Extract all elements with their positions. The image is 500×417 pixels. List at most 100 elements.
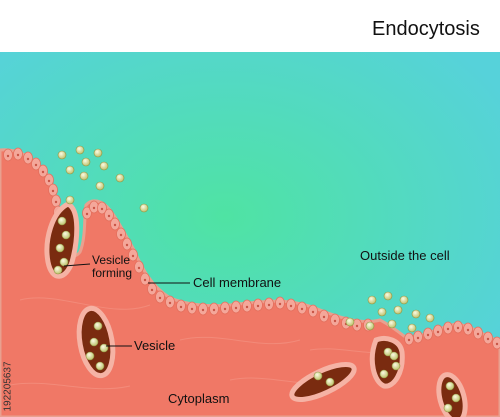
- membrane-cell-nucleus: [407, 338, 411, 342]
- particle: [451, 393, 461, 403]
- membrane-cell-nucleus: [223, 307, 227, 311]
- particle: [79, 171, 89, 181]
- membrane-cell-nucleus: [107, 214, 111, 218]
- membrane-cell-nucleus: [436, 330, 440, 334]
- particle: [95, 361, 105, 371]
- particle: [313, 371, 323, 381]
- membrane-cell-nucleus: [212, 308, 216, 312]
- membrane-cell-layer: [3, 147, 500, 350]
- membrane-cell-nucleus: [355, 324, 359, 328]
- membrane-cell-nucleus: [300, 307, 304, 311]
- particle: [95, 181, 105, 191]
- membrane-cell-nucleus: [92, 206, 96, 210]
- membrane-cell-nucleus: [119, 233, 123, 237]
- particle: [93, 321, 103, 331]
- particle: [391, 361, 401, 371]
- particle: [389, 351, 399, 361]
- membrane-cell-nucleus: [131, 254, 135, 258]
- membrane-cell-nucleus: [150, 288, 154, 292]
- membrane-cell-nucleus: [234, 306, 238, 310]
- particle: [445, 381, 455, 391]
- membrane-cell-nucleus: [100, 207, 104, 211]
- particle: [59, 257, 69, 267]
- particle: [443, 403, 453, 413]
- particle: [365, 321, 375, 331]
- particle: [383, 291, 393, 301]
- membrane-cell-nucleus: [54, 200, 58, 204]
- particle: [53, 265, 63, 275]
- membrane-cell-nucleus: [446, 327, 450, 331]
- membrane-cell-nucleus: [41, 170, 45, 174]
- membrane-cell-nucleus: [34, 163, 38, 167]
- membrane-cell-nucleus: [426, 333, 430, 337]
- membrane-cell-nucleus: [201, 308, 205, 312]
- particle: [81, 157, 91, 167]
- membrane-cell: [492, 336, 500, 350]
- membrane-cell-nucleus: [137, 266, 141, 270]
- membrane-cell-nucleus: [190, 307, 194, 311]
- vesicle-label: Vesicle: [134, 338, 176, 353]
- membrane-cell-nucleus: [416, 336, 420, 340]
- vesicle-forming-label: Vesicle forming: [92, 253, 133, 281]
- diagram-title: Endocytosis: [372, 18, 480, 40]
- membrane-cell-nucleus: [322, 315, 326, 319]
- vesicle-forming-label-line1: Vesicle: [92, 253, 131, 267]
- membrane-cell-nucleus: [333, 319, 337, 323]
- stock-id-text: 192205637: [2, 361, 14, 412]
- membrane-cell-nucleus: [16, 153, 20, 157]
- particle: [407, 323, 417, 333]
- particle: [377, 307, 387, 317]
- membrane-cell-nucleus: [113, 223, 117, 227]
- particle: [411, 309, 421, 319]
- particle: [115, 173, 125, 183]
- particle: [367, 295, 377, 305]
- particle: [93, 148, 103, 158]
- particle: [99, 161, 109, 171]
- membrane-cell-nucleus: [495, 342, 499, 346]
- membrane-cell-nucleus: [47, 179, 51, 183]
- particle: [425, 313, 435, 323]
- membrane-cell-nucleus: [476, 332, 480, 336]
- cell-membrane-label: Cell membrane: [193, 275, 282, 290]
- membrane-cell-nucleus: [125, 243, 129, 247]
- particle: [89, 337, 99, 347]
- forming-vesicle-left: [44, 201, 80, 279]
- membrane-cell-nucleus: [311, 310, 315, 314]
- cytoplasm-label: Cytoplasm: [168, 391, 230, 406]
- membrane-cell-nucleus: [456, 326, 460, 330]
- membrane-cell-nucleus: [278, 302, 282, 306]
- membrane-cell-nucleus: [26, 157, 30, 161]
- membrane-cell-nucleus: [466, 328, 470, 332]
- particle: [57, 150, 67, 160]
- particle: [75, 145, 85, 155]
- vesicle-forming-label-line2: forming: [92, 266, 133, 281]
- particle: [399, 295, 409, 305]
- particle: [65, 165, 75, 175]
- particle: [379, 369, 389, 379]
- membrane-cell-nucleus: [245, 305, 249, 309]
- particle: [325, 377, 335, 387]
- membrane-cell-nucleus: [143, 278, 147, 282]
- membrane-cell-nucleus: [51, 189, 55, 193]
- membrane-cell-nucleus: [158, 296, 162, 300]
- membrane-cell-nucleus: [6, 154, 10, 158]
- particle: [383, 347, 393, 357]
- particle: [99, 343, 109, 353]
- vesicle-forming-leader: [63, 263, 91, 267]
- particle: [57, 216, 67, 226]
- membrane-cell-nucleus: [256, 304, 260, 308]
- membrane-cell-nucleus: [85, 212, 89, 216]
- membrane-cell-nucleus: [179, 305, 183, 309]
- membrane-cell-nucleus: [486, 337, 490, 341]
- particle: [55, 243, 65, 253]
- membrane-cell-nucleus: [289, 304, 293, 308]
- particle: [393, 305, 403, 315]
- membrane-cell-nucleus: [267, 303, 271, 307]
- membrane-cell-nucleus: [168, 301, 172, 305]
- particle: [61, 230, 71, 240]
- cytoplasm-texture: [9, 297, 401, 390]
- particle-group: [53, 145, 461, 413]
- particle: [139, 203, 149, 213]
- particle: [345, 317, 355, 327]
